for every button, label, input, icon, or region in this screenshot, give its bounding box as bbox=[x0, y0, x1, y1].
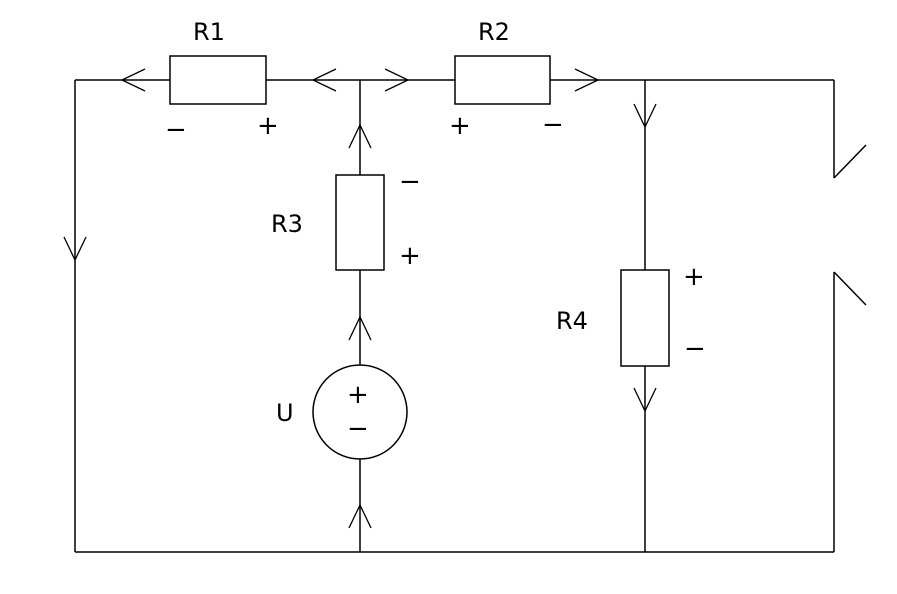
resistor-r2: R2 + − bbox=[449, 18, 564, 141]
resistor-r1-body bbox=[169, 55, 267, 105]
resistor-r4-minus-sign: − bbox=[684, 334, 706, 364]
resistor-r3-body bbox=[335, 174, 385, 271]
resistor-r4-label: R4 bbox=[556, 307, 588, 335]
arrow-right-junction-icon bbox=[384, 68, 410, 92]
resistor-r3: R3 − + bbox=[271, 167, 421, 271]
resistor-r3-plus-sign: + bbox=[399, 241, 421, 271]
resistor-r3-label: R3 bbox=[271, 210, 303, 238]
resistor-r3-minus-sign: − bbox=[399, 167, 421, 197]
switch-lower-blade bbox=[833, 271, 867, 306]
arrow-left-r1-icon bbox=[120, 68, 146, 92]
voltage-source-circle bbox=[312, 364, 408, 460]
voltage-source-plus-sign: + bbox=[347, 380, 369, 410]
switch-upper-blade bbox=[833, 144, 867, 179]
arrow-right-r2-icon bbox=[574, 68, 600, 92]
resistor-r4-plus-sign: + bbox=[683, 262, 705, 292]
arrow-down-r4-top-icon bbox=[633, 103, 657, 129]
wires bbox=[74, 79, 835, 553]
arrow-up-source-bottom-icon bbox=[348, 503, 372, 529]
voltage-source-minus-sign: − bbox=[347, 414, 369, 444]
resistor-r1-label: R1 bbox=[193, 18, 225, 46]
resistor-r1-minus-sign: − bbox=[165, 115, 187, 145]
resistor-r4-body bbox=[620, 269, 670, 367]
arrow-up-r3-bottom-icon bbox=[348, 315, 372, 341]
arrow-down-r4-bottom-icon bbox=[633, 387, 657, 413]
resistor-r4: R4 + − bbox=[556, 262, 706, 367]
voltage-source: + − U bbox=[276, 364, 408, 460]
resistor-r1-plus-sign: + bbox=[257, 111, 279, 141]
resistor-r2-body bbox=[454, 55, 551, 105]
current-arrows bbox=[63, 68, 657, 529]
resistor-r2-minus-sign: − bbox=[542, 110, 564, 140]
resistor-r1: R1 − + bbox=[165, 18, 279, 145]
open-switch bbox=[833, 144, 867, 306]
arrow-up-r3-top-icon bbox=[348, 123, 372, 149]
resistor-r2-plus-sign: + bbox=[449, 111, 471, 141]
resistor-r2-label: R2 bbox=[478, 18, 510, 46]
arrow-down-left-wire-icon bbox=[63, 236, 87, 262]
arrow-left-junction-icon bbox=[311, 68, 337, 92]
voltage-source-label: U bbox=[276, 399, 294, 427]
